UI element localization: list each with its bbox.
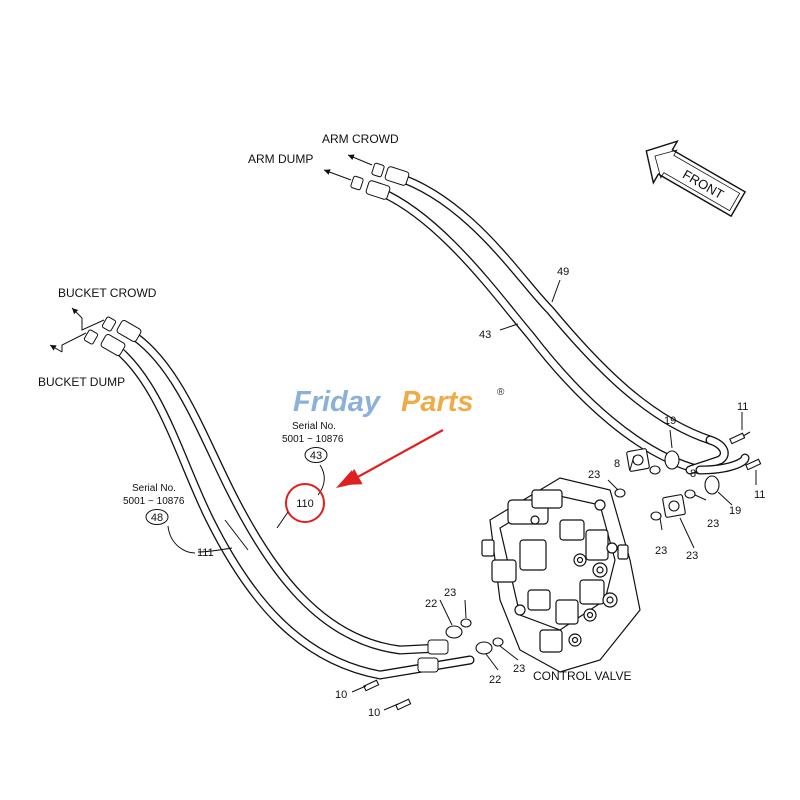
callout-10-lower: 10	[368, 707, 380, 719]
svg-text:110: 110	[296, 498, 314, 510]
callout-11-lower: 11	[754, 489, 765, 501]
arm-hoses	[371, 171, 750, 475]
callout-22-upper: 22	[425, 598, 437, 610]
callout-22-lower: 22	[489, 674, 501, 686]
callout-43: 43	[479, 329, 491, 341]
svg-text:®: ®	[497, 387, 505, 398]
callout-23-c: 23	[655, 545, 667, 557]
callout-8-lower: 8	[690, 468, 696, 480]
callout-19-upper: 19	[664, 415, 676, 427]
bucket-hose-fittings	[49, 307, 449, 673]
bucket-dump-label: BUCKET DUMP	[38, 375, 125, 389]
svg-text:5001 ~ 10876: 5001 ~ 10876	[123, 496, 185, 507]
callout-11-upper: 11	[737, 401, 748, 413]
svg-text:Serial No.: Serial No.	[292, 421, 336, 432]
callout-23-e: 23	[444, 587, 456, 599]
svg-text:5001 ~ 10876: 5001 ~ 10876	[282, 434, 344, 445]
highlight-callout-110: 110	[276, 483, 325, 529]
serial-note-48: Serial No. 5001 ~ 10876 48	[123, 483, 185, 525]
flanges-and-seals	[363, 431, 762, 711]
callout-10-upper: 10	[335, 689, 347, 701]
front-direction-arrow: FRONT	[645, 140, 747, 218]
callout-19-lower: 19	[729, 505, 741, 517]
bucket-crowd-label: BUCKET CROWD	[58, 286, 157, 300]
arm-hose-fittings	[323, 154, 410, 200]
arm-dump-label: ARM DUMP	[248, 152, 313, 166]
callout-23-f: 23	[513, 663, 525, 675]
arm-crowd-label: ARM CROWD	[322, 132, 399, 146]
svg-text:Friday: Friday	[293, 386, 382, 418]
control-valve	[481, 477, 641, 673]
callout-8-upper: 8	[614, 458, 620, 470]
callout-23-a: 23	[588, 469, 600, 481]
svg-text:Serial No.: Serial No.	[132, 483, 176, 494]
callout-23-b: 23	[707, 518, 719, 530]
callout-111: 111	[197, 547, 214, 559]
callout-49: 49	[557, 266, 569, 278]
red-pointer-arrow	[343, 429, 444, 486]
control-valve-label: CONTROL VALVE	[533, 669, 631, 683]
svg-text:Parts: Parts	[401, 386, 474, 418]
svg-text:43: 43	[310, 450, 322, 462]
bucket-hoses	[107, 327, 475, 680]
red-arrowhead	[336, 470, 354, 488]
fridayparts-watermark: Friday Parts ®	[293, 386, 505, 418]
svg-text:48: 48	[151, 512, 163, 524]
callout-23-d: 23	[686, 550, 698, 562]
leader-lines	[167, 279, 757, 711]
serial-note-43: Serial No. 5001 ~ 10876 43	[282, 421, 344, 463]
